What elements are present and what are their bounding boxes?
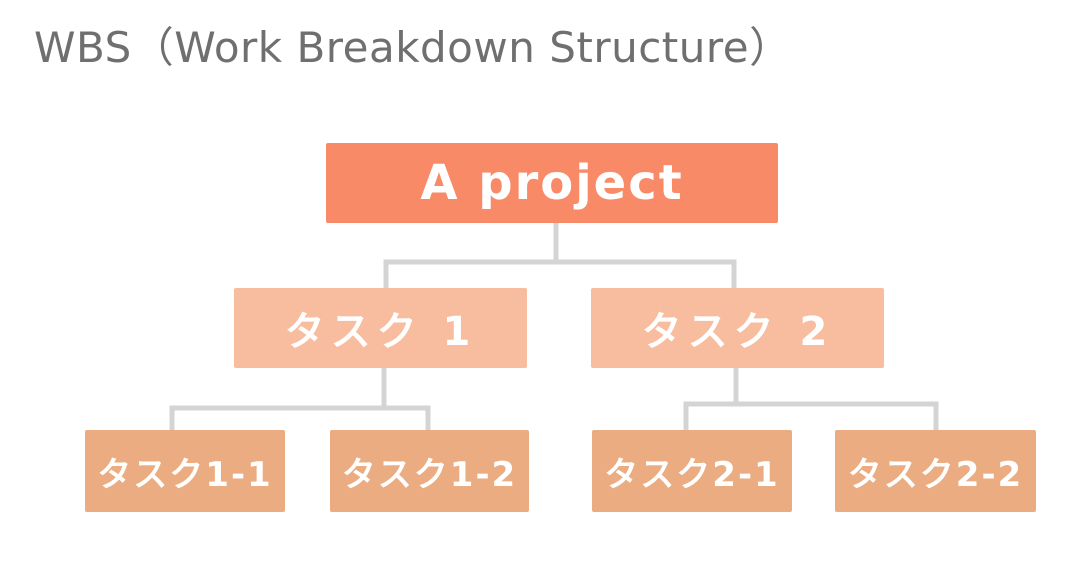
node-task-1: タスク 1 — [234, 288, 527, 368]
node-subtask-1-2: タスク1-2 — [330, 430, 529, 512]
node-subtask-2-1: タスク2-1 — [592, 430, 792, 512]
node-subtask-2-2: タスク2-2 — [835, 430, 1036, 512]
diagram-title: WBS（Work Breakdown Structure） — [34, 23, 792, 72]
node-subtask-1-1: タスク1-1 — [85, 430, 285, 512]
node-root-project: A project — [326, 143, 778, 223]
node-task-2: タスク 2 — [591, 288, 884, 368]
